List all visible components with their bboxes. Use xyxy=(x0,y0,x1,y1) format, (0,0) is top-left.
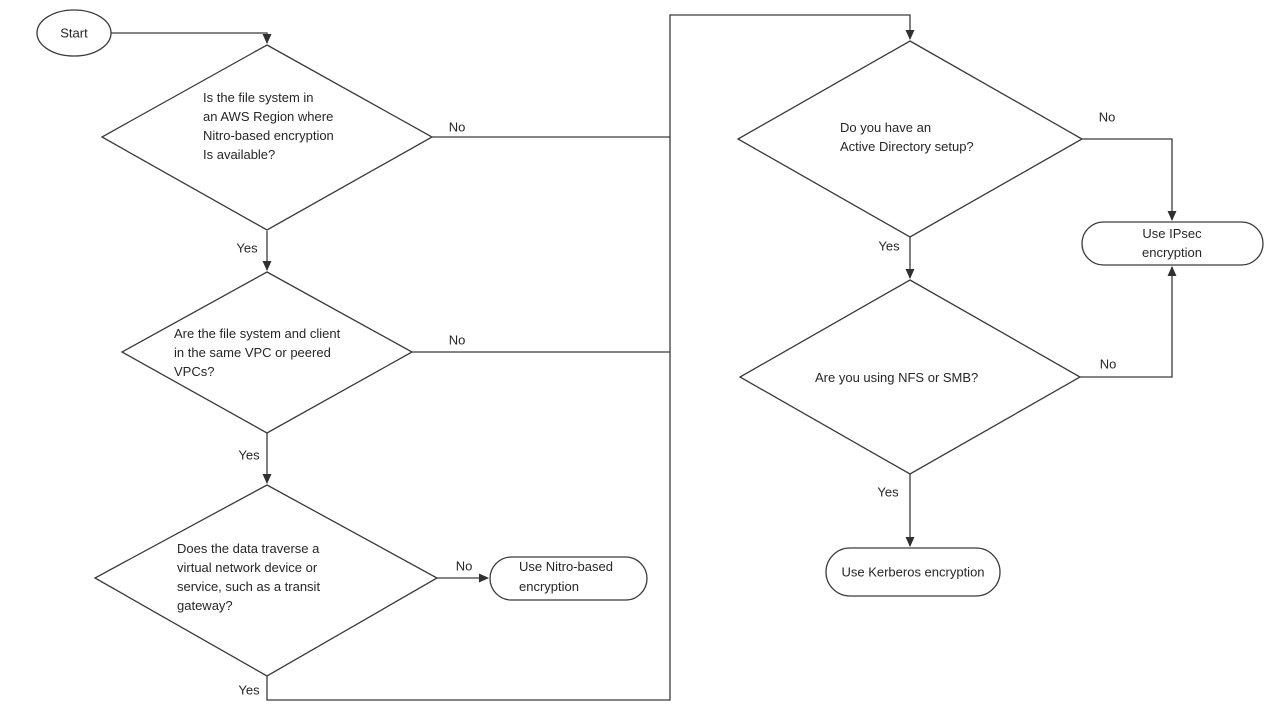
start-node xyxy=(36,9,112,57)
decision-diamond-nitro-region xyxy=(100,44,434,231)
connector-active-directory-no xyxy=(1082,138,1177,221)
decision-text-nitro-region: Is the file system in an AWS Region wher… xyxy=(203,90,334,162)
decision-diamond-virtual-device xyxy=(93,484,439,677)
decision-text-virtual-device: Does the data traverse a virtual network… xyxy=(177,541,321,613)
terminal-text-ipsec: Use IPsec encryption xyxy=(1142,226,1202,260)
edge-label-same-vpc-yes: Yes xyxy=(238,447,260,463)
edge-label-nfs-smb-no: No xyxy=(1099,356,1117,372)
edge-label-active-directory-yes: Yes xyxy=(878,238,900,254)
edge-label-virtual-device-yes: Yes xyxy=(238,682,260,698)
terminal-text-nitro: Use Nitro-based encryption xyxy=(519,559,613,594)
connector-nfs-smb-no xyxy=(1080,266,1177,378)
connector-virtual-device-yes-trunk xyxy=(266,14,915,701)
edge-label-nfs-smb-yes: Yes xyxy=(877,484,899,500)
edge-label-nitro-region-yes: Yes xyxy=(236,240,258,256)
terminal-text-kerberos: Use Kerberos encryption xyxy=(841,564,985,580)
start-node-label: Start xyxy=(60,25,88,41)
terminal-oval-ipsec xyxy=(1081,221,1264,266)
decision-text-same-vpc: Are the file system and client in the sa… xyxy=(174,326,341,379)
edge-label-nitro-region-no: No xyxy=(448,119,466,135)
decision-text-active-directory: Do you have an Active Directory setup? xyxy=(840,120,974,154)
terminal-oval-kerberos xyxy=(825,547,1001,597)
connector-start-to-nitro-region xyxy=(110,32,272,44)
decision-diamond-nfs-smb xyxy=(738,279,1082,475)
edge-label-active-directory-no: No xyxy=(1098,109,1116,125)
edge-label-virtual-device-no: No xyxy=(455,558,473,574)
decision-text-nfs-smb: Are you using NFS or SMB? xyxy=(815,370,979,385)
edge-label-same-vpc-no: No xyxy=(448,332,466,348)
decision-diamond-active-directory xyxy=(736,40,1084,238)
decision-diamond-same-vpc xyxy=(120,271,414,434)
terminal-oval-nitro xyxy=(489,556,648,601)
